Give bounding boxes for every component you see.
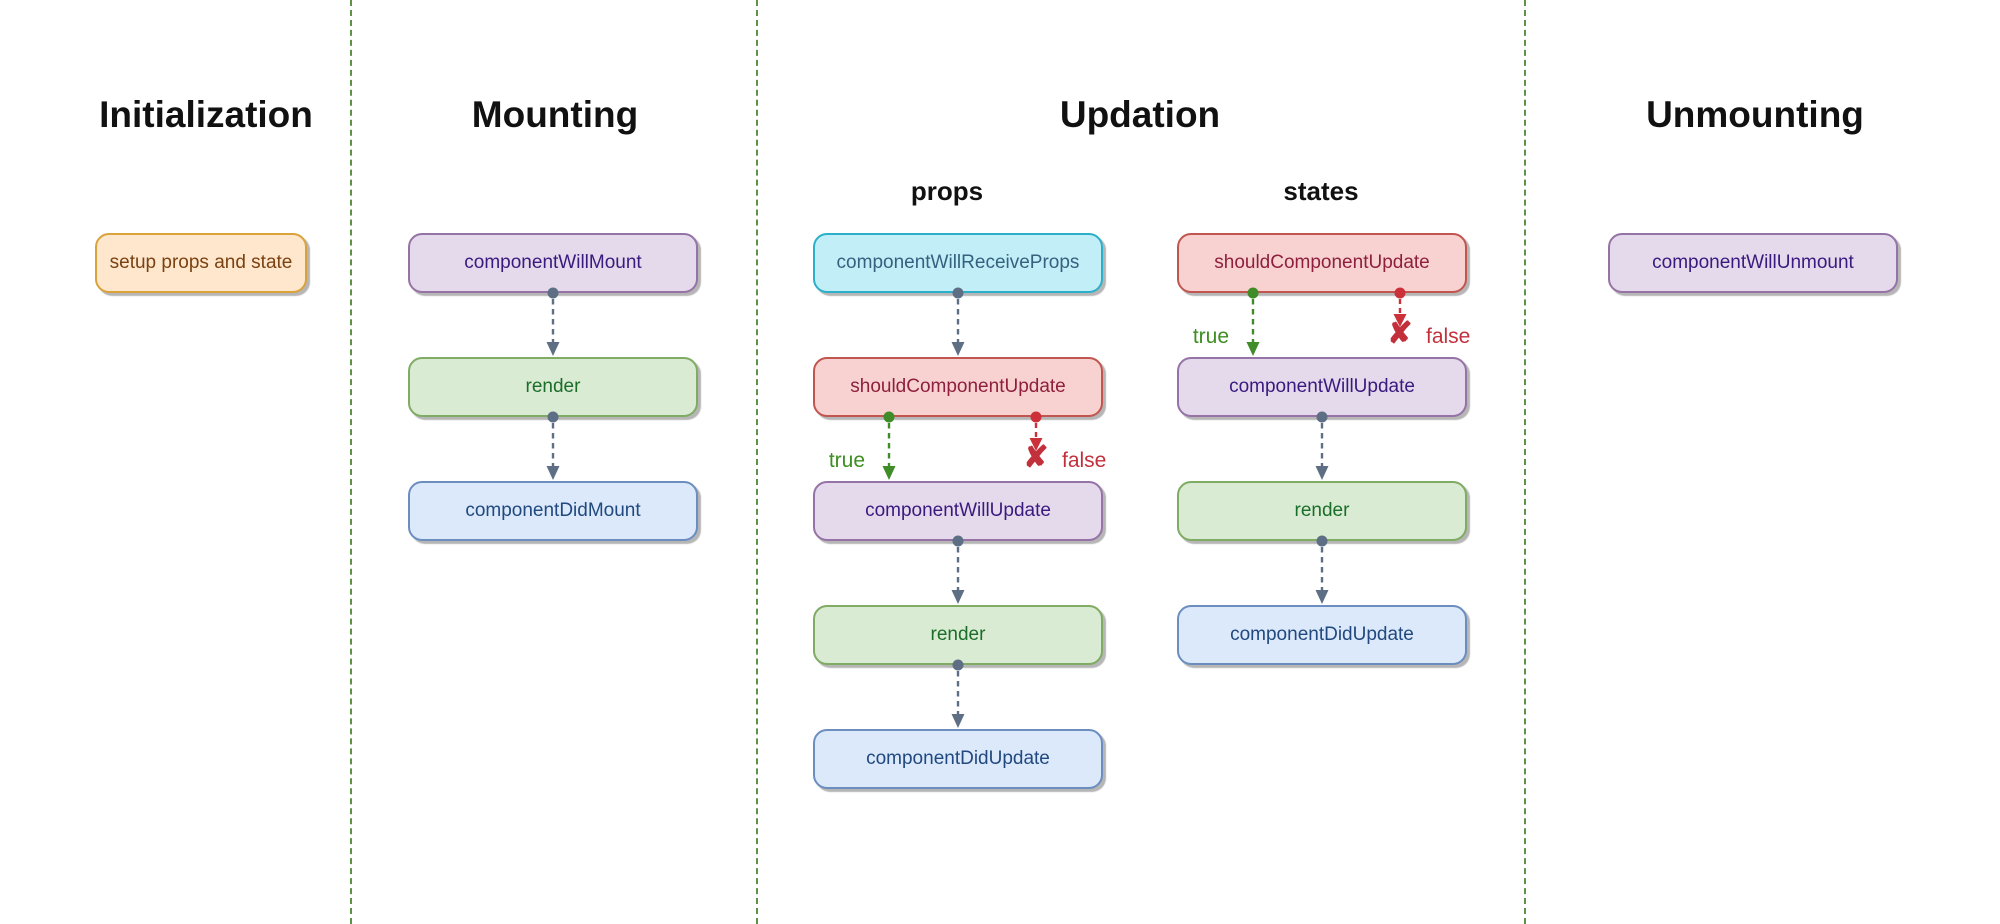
flow-connector — [1177, 535, 1467, 605]
flow-connector — [813, 659, 1103, 729]
section-title-unmounting: Unmounting — [1646, 94, 1864, 135]
node-label: componentWillUpdate — [865, 500, 1051, 521]
section-divider — [756, 0, 758, 924]
node-shouldComponentUpdate: shouldComponentUpdate — [1177, 233, 1467, 293]
false-dashed-arrow-icon — [1029, 411, 1043, 451]
dashed-arrow-icon — [546, 411, 560, 480]
section-divider — [1524, 0, 1526, 924]
false-x-icon: ✘ — [1387, 317, 1413, 350]
dashed-arrow-icon — [951, 535, 965, 604]
node-componentWillMount: componentWillMount — [408, 233, 698, 293]
node-componentDidMount: componentDidMount — [408, 481, 698, 541]
node-componentWillUnmount: componentWillUnmount — [1608, 233, 1898, 293]
node-label: render — [1294, 500, 1350, 521]
flow-updation-props: componentWillReceiveProps shouldComponen… — [813, 233, 1107, 789]
node-label: setup props and state — [109, 252, 293, 273]
node-label: componentDidMount — [465, 500, 641, 521]
section-title-initialization: Initialization — [99, 94, 313, 135]
flow-connector — [1177, 411, 1467, 481]
section-title-updation: Updation — [1059, 94, 1221, 135]
false-dashed-arrow-icon — [1393, 287, 1407, 327]
node-label: shouldComponentUpdate — [850, 376, 1066, 397]
branch-label-false: false — [1062, 449, 1107, 472]
branch-label-true: true — [1192, 325, 1229, 348]
true-dashed-arrow-icon — [882, 411, 896, 480]
node-label: componentWillUnmount — [1652, 252, 1854, 273]
section-title-mounting: Mounting — [471, 94, 639, 135]
node-componentWillUpdate: componentWillUpdate — [1177, 357, 1467, 417]
dashed-arrow-icon — [546, 287, 560, 356]
node-componentWillReceiveProps: componentWillReceiveProps — [813, 233, 1103, 293]
node-label: render — [930, 624, 986, 645]
flow-connector-branch: true ✘ false — [1177, 287, 1471, 357]
dashed-arrow-icon — [1315, 411, 1329, 480]
node-label: render — [525, 376, 581, 397]
dashed-arrow-icon — [951, 287, 965, 356]
node-render: render — [813, 605, 1103, 665]
branch-label-false: false — [1426, 325, 1471, 348]
dashed-arrow-icon — [1315, 535, 1329, 604]
node-render: render — [408, 357, 698, 417]
node-label: componentDidUpdate — [866, 748, 1050, 769]
node-render: render — [1177, 481, 1467, 541]
flow-updation-states: shouldComponentUpdate true ✘ false compo… — [1177, 233, 1471, 665]
node-label: shouldComponentUpdate — [1214, 252, 1430, 273]
true-dashed-arrow-icon — [1246, 287, 1260, 356]
node-setup-props-and-state: setup props and state — [95, 233, 307, 293]
node-shouldComponentUpdate: shouldComponentUpdate — [813, 357, 1103, 417]
node-label: componentDidUpdate — [1230, 624, 1414, 645]
subheading-states: states — [1283, 176, 1359, 206]
flow-connector — [408, 411, 698, 481]
node-label: componentWillUpdate — [1229, 376, 1415, 397]
node-label: componentWillReceiveProps — [836, 252, 1080, 273]
node-label: componentWillMount — [464, 252, 642, 273]
dashed-arrow-icon — [951, 659, 965, 728]
flow-mounting: componentWillMount render componentDidMo… — [408, 233, 698, 541]
false-x-icon: ✘ — [1023, 441, 1049, 474]
flow-connector — [813, 535, 1103, 605]
flow-connector — [813, 287, 1103, 357]
flow-connector — [408, 287, 698, 357]
branch-label-true: true — [828, 449, 865, 472]
flow-connector-branch: true ✘ false — [813, 411, 1107, 481]
node-componentDidUpdate: componentDidUpdate — [813, 729, 1103, 789]
node-componentDidUpdate: componentDidUpdate — [1177, 605, 1467, 665]
node-componentWillUpdate: componentWillUpdate — [813, 481, 1103, 541]
subheading-props: props — [910, 176, 984, 206]
section-divider — [350, 0, 352, 924]
